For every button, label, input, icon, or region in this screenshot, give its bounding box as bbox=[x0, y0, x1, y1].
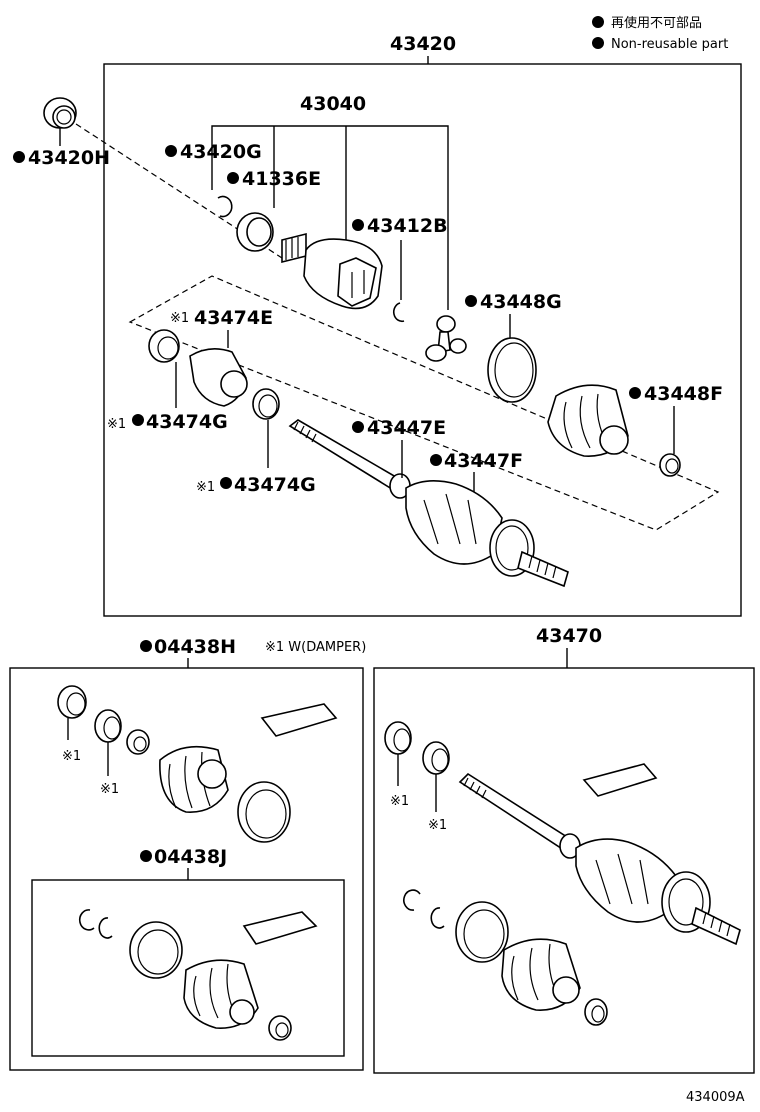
snap-ring-kit-b-icon bbox=[98, 917, 113, 939]
ref-note: ※1 W(DAMPER) bbox=[265, 640, 366, 655]
large-clamp-04438J-icon bbox=[129, 921, 183, 979]
label-43040: 43040 bbox=[300, 93, 366, 115]
label-43420H: 43420H bbox=[28, 147, 110, 169]
ref-mark-43470-b: ※1 bbox=[428, 818, 447, 833]
clamp-43474G-lower-icon bbox=[252, 388, 280, 420]
snap-ring-43420G-icon bbox=[217, 195, 233, 218]
label-41336E: 41336E bbox=[242, 168, 321, 190]
assembly-box-43470 bbox=[373, 667, 755, 1074]
small-clamp-43470-icon bbox=[584, 998, 608, 1026]
snap-ring-43470-b-icon bbox=[430, 907, 445, 929]
label-43474G-a: 43474G bbox=[146, 411, 228, 433]
clamp-kit-b-icon bbox=[94, 709, 122, 743]
label-43470: 43470 bbox=[536, 625, 602, 647]
legend-jp: 再使用不可部品 bbox=[611, 15, 702, 31]
assembly-box-43420 bbox=[103, 63, 742, 617]
large-clamp-04438H-icon bbox=[237, 781, 291, 843]
legend-dot-icon bbox=[592, 16, 604, 28]
label-43448G: 43448G bbox=[480, 291, 562, 313]
label-43412B: 43412B bbox=[367, 215, 448, 237]
ref-mark-kit-a: ※1 bbox=[62, 749, 81, 764]
boot-clamp-43448F-icon bbox=[659, 453, 681, 477]
kit-box-04438J bbox=[31, 879, 345, 1057]
tripod-joint-icon bbox=[425, 315, 467, 362]
drive-shaft-icon bbox=[288, 419, 569, 588]
label-43474E: 43474E bbox=[194, 307, 273, 329]
figure-id: 434009A bbox=[686, 1090, 745, 1105]
inboard-boot-icon bbox=[547, 384, 629, 457]
snap-ring-43412B-icon bbox=[392, 302, 405, 323]
damper-43474E-icon bbox=[189, 348, 248, 407]
snap-ring-kit-a-icon bbox=[78, 909, 95, 931]
large-clamp-43470-icon bbox=[455, 901, 509, 963]
boot-kit-04438H-icon bbox=[159, 745, 229, 813]
label-04438J: 04438J bbox=[154, 846, 227, 868]
grease-pack-04438J-icon bbox=[242, 911, 318, 945]
grease-pack-04438H-icon bbox=[260, 703, 338, 737]
label-43447E: 43447E bbox=[367, 417, 446, 439]
label-43448F: 43448F bbox=[644, 383, 723, 405]
label-43420G: 43420G bbox=[180, 141, 262, 163]
label-43447F: 43447F bbox=[444, 450, 523, 472]
dust-seal-43420H-icon bbox=[43, 97, 77, 129]
ref-mark-43470-a: ※1 bbox=[390, 794, 409, 809]
inboard-joint-tulip-icon bbox=[281, 232, 383, 310]
grease-pack-43470-icon bbox=[582, 763, 658, 797]
legend-en: Non-reusable part bbox=[611, 37, 728, 52]
kit-box-04438H bbox=[9, 667, 364, 1071]
snap-ring-43470-a-icon bbox=[403, 889, 421, 911]
clamp-kit-a-icon bbox=[57, 685, 87, 719]
label-43420: 43420 bbox=[390, 33, 456, 55]
clamp-43470-b-icon bbox=[422, 741, 450, 775]
ref-mark-43474G-b: ※1 bbox=[196, 480, 215, 495]
clamp-43470-a-icon bbox=[384, 721, 412, 755]
boot-kit-04438J-icon bbox=[183, 959, 259, 1029]
ref-mark-43474G-a: ※1 bbox=[107, 417, 126, 432]
oil-seal-41336E-icon bbox=[236, 212, 274, 252]
boot-clamp-43448G-icon bbox=[487, 337, 537, 403]
label-43474G-b: 43474G bbox=[234, 474, 316, 496]
ref-mark-kit-b: ※1 bbox=[100, 782, 119, 797]
legend-dot-icon bbox=[592, 37, 604, 49]
label-04438H: 04438H bbox=[154, 636, 236, 658]
boot-43470-icon bbox=[501, 938, 581, 1011]
small-clamp-kit-icon bbox=[126, 729, 150, 755]
ref-mark-43474E: ※1 bbox=[170, 311, 189, 326]
clamp-43474G-upper-icon bbox=[148, 329, 180, 363]
small-clamp-04438J-icon bbox=[268, 1015, 292, 1041]
drive-shaft-43470-icon bbox=[458, 772, 741, 946]
